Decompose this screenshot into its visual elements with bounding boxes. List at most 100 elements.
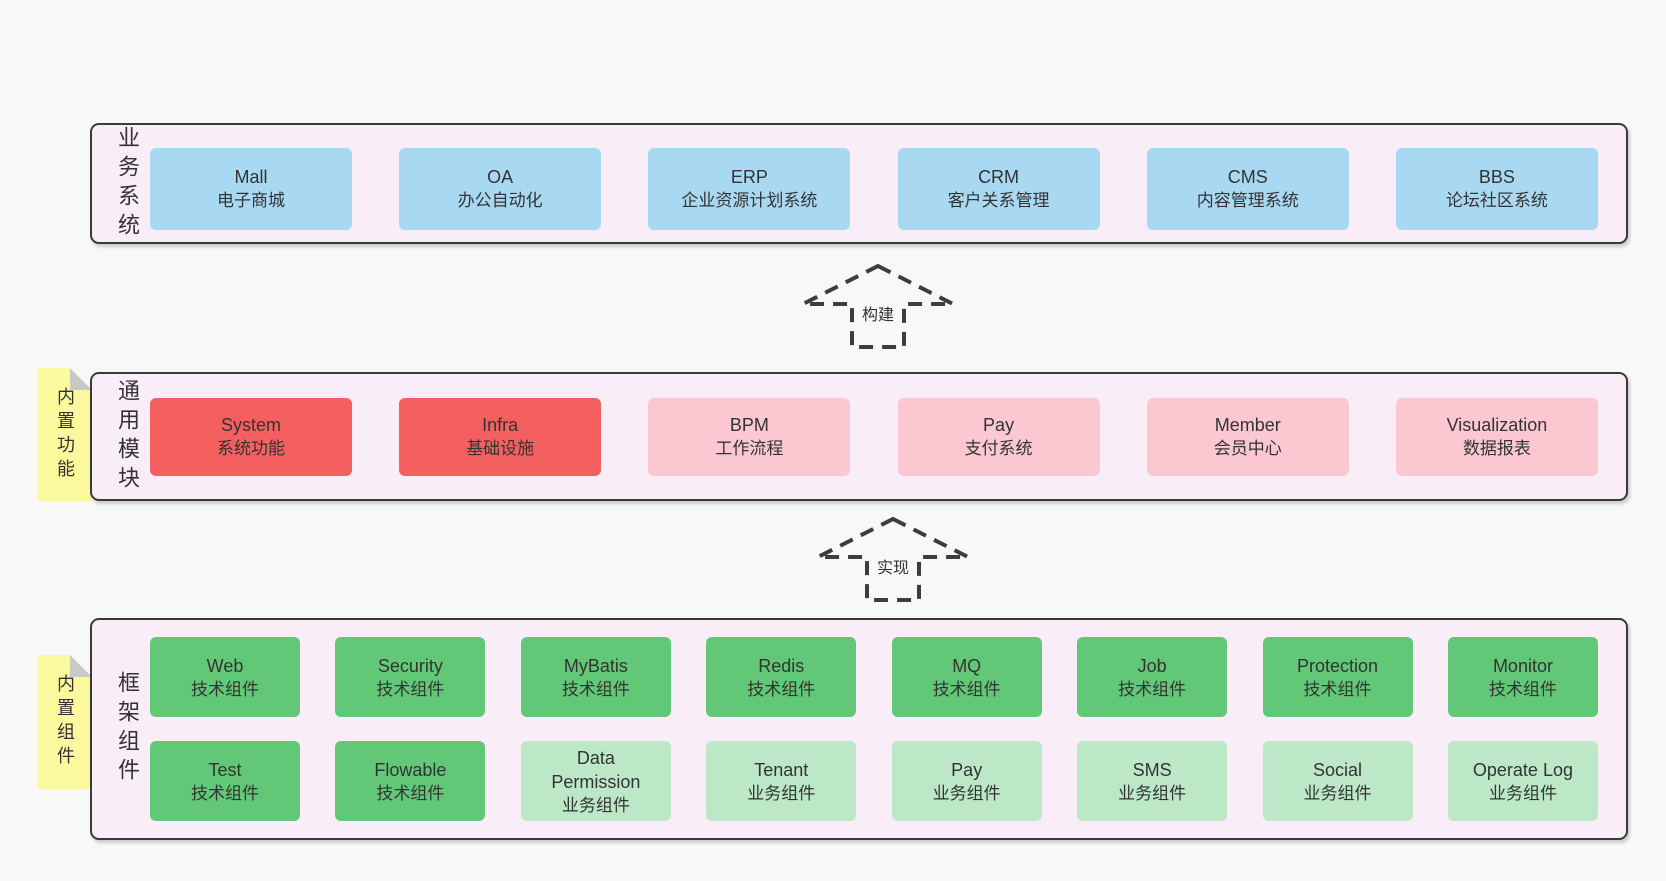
band-label-business-systems: 业务系统: [115, 125, 140, 242]
box-subtitle: 基础设施: [466, 439, 535, 458]
box-subtitle: 办公自动化: [457, 191, 543, 210]
box-subtitle: 技术组件: [191, 679, 259, 699]
sticky-note-builtin-features: 内置功能: [38, 368, 92, 501]
box-mq: MQ 技术组件: [891, 637, 1042, 717]
band-framework-components: 框架组件 Web 技术组件 Security 技术组件 MyBatis 技术组件…: [90, 618, 1628, 840]
box-bbs: BBS 论坛社区系统: [1395, 147, 1598, 230]
box-mall: Mall 电子商城: [150, 147, 352, 230]
box-subtitle: 技术组件: [376, 679, 445, 699]
box-subtitle: 业务组件: [561, 795, 630, 815]
box-erp: ERP 企业资源计划系统: [648, 147, 851, 230]
box-subtitle: 业务组件: [1488, 783, 1557, 803]
box-bpm: BPM 工作流程: [648, 397, 851, 476]
box-title: ERP: [730, 167, 768, 187]
folded-corner-icon: [70, 655, 92, 677]
box-tenant: Tenant 业务组件: [706, 741, 857, 821]
box-title: MQ: [952, 655, 982, 676]
box-data-permission: Data Permission 业务组件: [520, 741, 671, 821]
box-monitor: Monitor 技术组件: [1447, 637, 1598, 717]
box-title: MyBatis: [563, 655, 628, 676]
dashed-up-arrow-icon: [802, 263, 954, 349]
box-title: Member: [1214, 415, 1281, 435]
box-subtitle: 客户关系管理: [947, 191, 1050, 210]
box-test: Test 技术组件: [150, 741, 300, 821]
common-modules-row: System 系统功能 Infra 基础设施 BPM 工作流程 Pay 支付系统…: [150, 397, 1598, 476]
sticky-note-label: 内置功能: [55, 386, 75, 483]
box-subtitle: 业务组件: [1303, 783, 1372, 803]
box-social: Social 业务组件: [1262, 741, 1413, 821]
box-job: Job 技术组件: [1077, 637, 1228, 717]
box-title: Data Permission: [551, 747, 641, 792]
band-business-systems: 业务系统 Mall 电子商城 OA 办公自动化 ERP 企业资源计划系统 CRM…: [90, 123, 1628, 244]
box-system: System 系统功能: [150, 397, 352, 476]
box-subtitle: 业务组件: [747, 783, 816, 803]
box-subtitle: 技术组件: [1303, 679, 1372, 699]
box-subtitle: 企业资源计划系统: [681, 191, 818, 210]
box-subtitle: 论坛社区系统: [1445, 191, 1548, 210]
box-subtitle: 业务组件: [932, 783, 1001, 803]
box-title: CMS: [1227, 167, 1268, 187]
box-title: BPM: [729, 415, 769, 435]
box-title: BBS: [1478, 167, 1515, 187]
box-pay: Pay 支付系统: [897, 397, 1100, 476]
box-protection: Protection 技术组件: [1262, 637, 1413, 717]
box-title: Monitor: [1492, 655, 1553, 676]
box-title: Flowable: [374, 759, 447, 780]
band-common-modules: 通用模块 System 系统功能 Infra 基础设施 BPM 工作流程 Pay…: [90, 372, 1628, 501]
framework-components-row-2: Test 技术组件 Flowable 技术组件 Data Permission …: [150, 741, 1598, 821]
box-title: Security: [377, 655, 443, 676]
box-title: Operate Log: [1472, 759, 1573, 780]
box-security: Security 技术组件: [335, 637, 486, 717]
box-title: Pay: [983, 415, 1015, 435]
box-subtitle: 技术组件: [191, 783, 259, 803]
box-title: Web: [206, 655, 244, 676]
box-subtitle: 技术组件: [561, 679, 630, 699]
box-oa: OA 办公自动化: [399, 147, 602, 230]
dashed-up-arrow-icon: [817, 516, 969, 602]
box-sms: SMS 业务组件: [1077, 741, 1228, 821]
box-web: Web 技术组件: [150, 637, 300, 717]
box-pay-component: Pay 业务组件: [891, 741, 1042, 821]
band-label-framework-components: 框架组件: [115, 671, 140, 787]
box-title: Infra: [482, 415, 519, 435]
box-title: Protection: [1297, 655, 1379, 676]
box-title: Social: [1313, 759, 1363, 780]
box-title: CRM: [978, 167, 1020, 187]
folded-corner-icon: [70, 368, 92, 390]
box-subtitle: 技术组件: [1118, 679, 1187, 699]
band-label-common-modules: 通用模块: [115, 378, 140, 495]
box-title: SMS: [1132, 759, 1172, 780]
box-title: Visualization: [1446, 415, 1548, 435]
build-arrow: 构建: [800, 263, 956, 351]
box-subtitle: 技术组件: [747, 679, 816, 699]
box-subtitle: 电子商城: [217, 191, 285, 210]
box-subtitle: 数据报表: [1462, 439, 1531, 458]
box-crm: CRM 客户关系管理: [897, 147, 1100, 230]
box-subtitle: 系统功能: [217, 439, 285, 458]
box-subtitle: 会员中心: [1213, 439, 1282, 458]
box-subtitle: 内容管理系统: [1196, 191, 1299, 210]
box-title: Job: [1137, 655, 1167, 676]
arrow-label: 实现: [873, 558, 913, 580]
box-title: Test: [208, 759, 242, 780]
box-visualization: Visualization 数据报表: [1395, 397, 1598, 476]
box-subtitle: 支付系统: [964, 439, 1033, 458]
business-systems-row: Mall 电子商城 OA 办公自动化 ERP 企业资源计划系统 CRM 客户关系…: [150, 147, 1598, 230]
implement-arrow: 实现: [815, 516, 971, 604]
box-member: Member 会员中心: [1146, 397, 1349, 476]
sticky-note-label: 内置组件: [55, 674, 75, 770]
box-title: Mall: [234, 167, 268, 187]
box-operate-log: Operate Log 业务组件: [1447, 741, 1598, 821]
box-redis: Redis 技术组件: [706, 637, 857, 717]
box-cms: CMS 内容管理系统: [1146, 147, 1349, 230]
box-infra: Infra 基础设施: [399, 397, 602, 476]
box-subtitle: 技术组件: [376, 783, 445, 803]
box-subtitle: 业务组件: [1118, 783, 1187, 803]
arrow-label: 构建: [858, 305, 898, 327]
box-flowable: Flowable 技术组件: [335, 741, 486, 821]
box-title: Tenant: [754, 759, 809, 780]
box-title: System: [220, 415, 281, 435]
box-subtitle: 工作流程: [715, 439, 784, 458]
box-title: Redis: [758, 655, 805, 676]
